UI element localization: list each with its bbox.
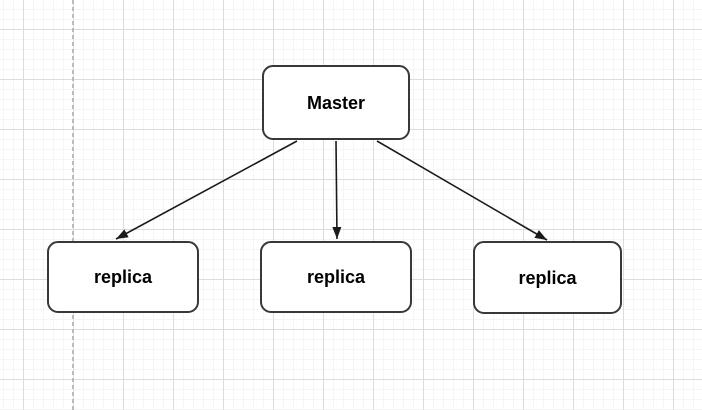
node-replica-1[interactable]: replica (47, 241, 199, 313)
node-replica-3[interactable]: replica (473, 241, 622, 314)
node-replica-2[interactable]: replica (260, 241, 412, 313)
node-label-master: Master (306, 92, 366, 113)
edges-group (115, 140, 548, 241)
edge-master-to-replica-2[interactable] (332, 140, 342, 240)
edge-master-to-replica-1[interactable] (115, 140, 298, 240)
node-label-replica-2: replica (306, 267, 366, 287)
node-label-replica-3: replica (518, 267, 577, 288)
node-label-replica-1: replica (93, 267, 153, 287)
node-master[interactable]: Master (262, 65, 410, 140)
edge-master-to-replica-3[interactable] (376, 140, 548, 241)
